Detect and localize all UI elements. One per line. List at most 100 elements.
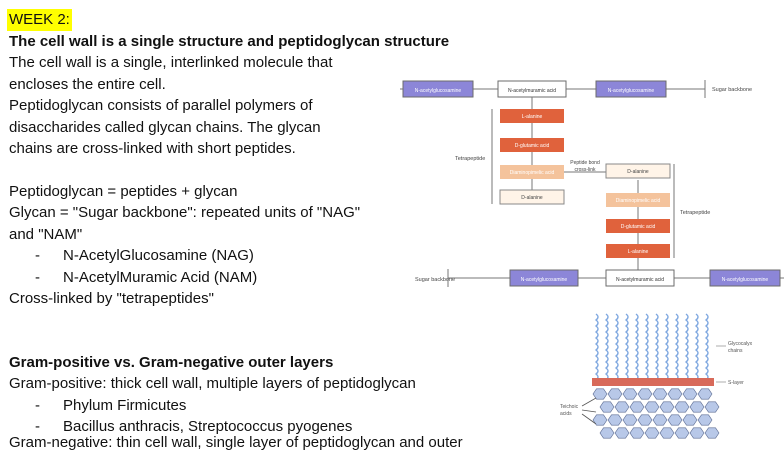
peptide-box [500, 109, 564, 123]
peptidoglycan-hex [644, 401, 660, 413]
section2-line: Gram-positive: thick cell wall, multiple… [9, 375, 416, 392]
peptidoglycan-hex [599, 427, 615, 439]
glycocalyx-strand [684, 313, 689, 381]
list-item: Bacillus anthracis, Streptococcus pyogen… [9, 416, 509, 438]
tetrapeptide-label: Tetrapeptide [455, 156, 485, 162]
section1-line: encloses the entire cell. [9, 75, 166, 93]
section1-line: The cell wall is a single, interlinked m… [9, 54, 333, 71]
peptidoglycan-diagram: N-acetylglucosamine N-acetylmuramic acid… [400, 80, 784, 287]
peptidoglycan-hex [614, 401, 630, 413]
peptide-label: D-glutamic acid [515, 143, 550, 149]
sugar-box [509, 269, 579, 287]
glycocalyx-strand [634, 313, 639, 381]
peptidoglycan-hex [592, 414, 608, 426]
sugar-box [595, 80, 667, 98]
peptidoglycan-hex [599, 401, 615, 413]
list-item: N-AcetylMuramic Acid (NAM) [9, 267, 509, 289]
section1-line: disaccharides called glycan chains. The … [9, 118, 321, 136]
teichoic-pointer [581, 409, 597, 413]
glycocalyx-strand [614, 313, 619, 381]
peptide-box [606, 244, 670, 258]
peptidoglycan-hex [629, 427, 645, 439]
peptidoglycan-hex [689, 427, 705, 439]
glycocalyx-strand [644, 313, 649, 381]
peptidoglycan-hex [607, 388, 623, 400]
glycocalyx-strand [604, 313, 609, 381]
list-item: Phylum Firmicutes [9, 395, 509, 417]
glycocalyx-strand [594, 313, 599, 381]
peptidoglycan-hex [659, 427, 675, 439]
glycocalyx-strand [694, 313, 699, 381]
notes-text: WEEK 2: The cell wall is a single struct… [7, 9, 509, 438]
peptidoglycan-hex [682, 414, 698, 426]
peptidoglycan-hex [689, 401, 705, 413]
peptide-bond-label: Peptide bond [570, 160, 600, 166]
cross-link-label: cross-link [574, 167, 596, 173]
peptidoglycan-hex [704, 401, 720, 413]
teichoic-pointer [581, 397, 597, 407]
sugar-backbone-label: Sugar backbone [712, 87, 752, 93]
peptidoglycan-hex [667, 414, 683, 426]
peptide-label: L-alanine [628, 249, 649, 255]
peptide-label: Diaminopimelic acid [510, 170, 555, 176]
peptidoglycan-hex [659, 401, 675, 413]
section1-line: Peptidoglycan consists of parallel polym… [9, 97, 313, 114]
sugar-box [402, 80, 474, 98]
peptidoglycan-hex [674, 401, 690, 413]
peptidoglycan-hex [637, 414, 653, 426]
sugar-label: N-acetylmuramic acid [508, 88, 556, 94]
glycocalyx-label: Glycocalyx [728, 341, 753, 347]
teichoic-label: acids [560, 411, 572, 417]
peptidoglycan-hex [652, 414, 668, 426]
peptide-label: L-alanine [522, 114, 543, 120]
peptidoglycan-hex [704, 427, 720, 439]
peptidoglycan-hex [644, 427, 660, 439]
peptidoglycan-hex [682, 388, 698, 400]
peptide-box [500, 138, 564, 152]
section1-line: chains are cross-linked with short pepti… [9, 140, 296, 157]
sugar-label: N-acetylglucosamine [608, 88, 655, 94]
peptide-label: Diaminopimelic acid [616, 198, 661, 204]
tetrapeptide-label: Tetrapeptide [680, 210, 710, 216]
cut-off-line: Gram-negative: thin cell wall, single la… [9, 434, 463, 451]
teichoic-acid-lines [581, 397, 597, 425]
teichoic-label: Teichoic [560, 404, 579, 410]
peptide-box [606, 193, 670, 207]
peptidoglycan-hex [697, 388, 713, 400]
sugar-label: N-acetylglucosamine [415, 88, 462, 94]
formula-peptidoglycan: Peptidoglycan = peptides + glycan [9, 182, 238, 200]
week-label: WEEK 2: [7, 9, 72, 31]
formula-glycan-cont: and "NAM" [9, 225, 83, 243]
teichoic-pointer [581, 413, 597, 425]
list-item: N-AcetylGlucosamine (NAG) [9, 245, 509, 267]
peptidoglycan-hex [622, 414, 638, 426]
crosslink-line: Cross-linked by "tetrapeptides" [9, 290, 214, 307]
peptide-label: D-alanine [627, 169, 649, 175]
glycocalyx-strand [664, 313, 669, 381]
peptidoglycan-hex [592, 388, 608, 400]
sugar-backbone-label: Sugar backbone [415, 277, 455, 283]
section1-heading: The cell wall is a single structure and … [9, 32, 450, 50]
sugar-label: N-acetylglucosamine [521, 277, 568, 283]
glycocalyx-strand [704, 313, 709, 381]
peptide-label: D-alanine [521, 195, 543, 201]
formula-glycan: Glycan = "Sugar backbone": repeated unit… [9, 204, 361, 221]
sugar-box [709, 269, 781, 287]
glycocalyx-label: chains [728, 348, 743, 354]
s-layer [592, 378, 714, 386]
peptidoglycan-hex [607, 414, 623, 426]
glycocalyx-strand [654, 313, 659, 381]
sugar-box [605, 269, 675, 287]
peptidoglycan-hex [674, 427, 690, 439]
peptidoglycan-hex [652, 388, 668, 400]
peptidoglycan-hex [629, 401, 645, 413]
peptide-box [605, 163, 671, 179]
peptidoglycan-hex [697, 414, 713, 426]
section2-heading: Gram-positive vs. Gram-negative outer la… [9, 353, 334, 371]
peptidoglycan-hex [622, 388, 638, 400]
gram-positive-envelope-diagram: Glycocalyx chains S-layer Teichoic acids [560, 313, 753, 439]
peptide-label: D-glutamic acid [621, 224, 656, 230]
peptidoglycan-hexes [592, 388, 720, 439]
sugar-label: N-acetylglucosamine [722, 277, 769, 283]
peptidoglycan-hex [637, 388, 653, 400]
